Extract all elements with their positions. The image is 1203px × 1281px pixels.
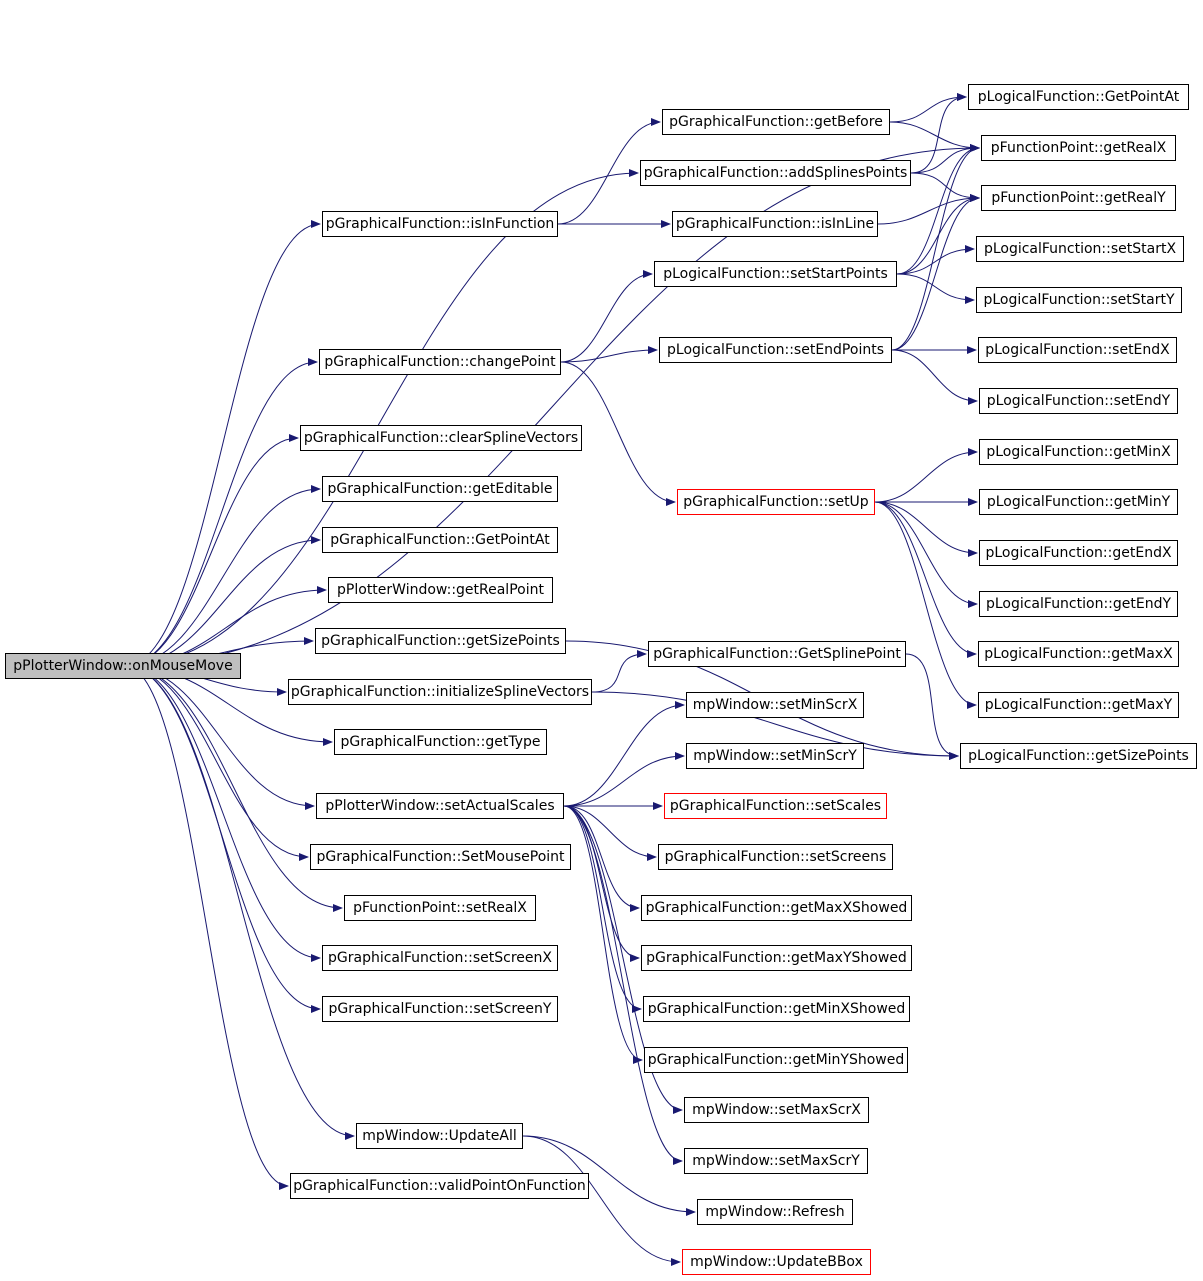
edge-setStartPoints-to-getRealX [896,144,980,275]
edge-root-to-setScreenX [124,665,321,962]
edge-setActualScales-to-setMinScrY [563,752,685,807]
node-gf-get-point-at[interactable]: pGraphicalFunction::GetPointAt [322,527,558,553]
node-get-max-y[interactable]: pLogicalFunction::getMaxY [978,692,1179,718]
edge-setActualScales-to-getMaxXShowed [563,805,640,912]
node-set-min-scr-y[interactable]: mpWindow::setMinScrY [686,743,864,769]
node-set-screen-x[interactable]: pGraphicalFunction::setScreenX [322,945,558,971]
node-set-screen-y[interactable]: pGraphicalFunction::setScreenY [322,996,558,1022]
node-get-max-xshowed[interactable]: pGraphicalFunction::getMaxXShowed [641,895,912,921]
edge-initializeSplineVectors-to-lfGetSizePoints [591,691,959,760]
node-refresh[interactable]: mpWindow::Refresh [697,1199,853,1225]
node-get-min-xshowed[interactable]: pGraphicalFunction::getMinXShowed [643,996,910,1022]
node-is-in-line[interactable]: pGraphicalFunction::isInLine [672,211,878,237]
node-set-actual-scales[interactable]: pPlotterWindow::setActualScales [316,793,564,819]
node-get-max-yshowed[interactable]: pGraphicalFunction::getMaxYShowed [641,945,912,971]
edge-setStartPoints-to-setStartY [896,273,975,304]
node-valid-point-on-function[interactable]: pGraphicalFunction::validPointOnFunction [290,1173,589,1199]
edge-setActualScales-to-getMinYShowed [563,805,643,1064]
edge-initializeSplineVectors-to-GetSplinePoint [591,650,647,693]
node-set-scales[interactable]: pGraphicalFunction::setScales [664,793,887,819]
edge-setUp-to-getMaxX [874,501,977,658]
edge-addSplinesPoints-to-lfGetPointAt [910,93,967,174]
node-set-start-x[interactable]: pLogicalFunction::setStartX [976,236,1184,262]
node-set-end-x[interactable]: pLogicalFunction::setEndX [978,337,1177,363]
node-lf-get-size-points[interactable]: pLogicalFunction::getSizePoints [960,743,1197,769]
node-lf-get-point-at[interactable]: pLogicalFunction::GetPointAt [968,84,1189,110]
node-clear-spline-vectors[interactable]: pGraphicalFunction::clearSplineVectors [300,425,582,451]
edge-setActualScales-to-setMinScrX [563,701,685,807]
edge-setActualScales-to-setMaxScrX [563,805,683,1114]
edge-UpdateAll-to-Refresh [522,1135,696,1216]
node-set-screens[interactable]: pGraphicalFunction::setScreens [658,844,893,870]
node-is-in-function[interactable]: pGraphicalFunction::isInFunction [322,211,558,237]
edge-setActualScales-to-setScreens [563,805,657,861]
edge-UpdateAll-to-UpdateBBox [522,1135,681,1266]
node-get-end-y[interactable]: pLogicalFunction::getEndY [979,591,1178,617]
node-get-spline-point[interactable]: pGraphicalFunction::GetSplinePoint [648,641,906,667]
node-fp-set-real-x[interactable]: pFunctionPoint::setRealX [344,895,536,921]
node-change-point[interactable]: pGraphicalFunction::changePoint [319,349,561,375]
edge-changePoint-to-setStartPoints [560,270,653,363]
edge-root-to-SetMousePoint [124,665,309,861]
node-update-bbox[interactable]: mpWindow::UpdateBBox [682,1249,871,1275]
node-get-end-x[interactable]: pLogicalFunction::getEndX [979,540,1178,566]
node-initialize-spline-vectors[interactable]: pGraphicalFunction::initializeSplineVect… [288,679,592,705]
edge-changePoint-to-setEndPoints [560,346,658,363]
node-root[interactable]: pPlotterWindow::onMouseMove [5,653,241,679]
edge-addSplinesPoints-to-getRealX [910,144,980,174]
node-get-editable[interactable]: pGraphicalFunction::getEditable [322,476,558,502]
node-set-mouse-point[interactable]: pGraphicalFunction::SetMousePoint [310,844,571,870]
node-set-end-y[interactable]: pLogicalFunction::setEndY [979,388,1178,414]
edge-root-to-changePoint [124,358,318,667]
edge-setUp-to-getEndX [874,501,978,557]
node-get-min-yshowed[interactable]: pGraphicalFunction::getMinYShowed [644,1047,908,1073]
edge-setEndPoints-to-getRealX [891,144,980,351]
edge-setUp-to-getMaxY [874,501,977,709]
edge-root-to-getEditable [124,485,321,667]
edge-addSplinesPoints-to-getRealY [910,172,980,202]
node-get-real-y[interactable]: pFunctionPoint::getRealY [981,185,1176,211]
edge-setUp-to-getEndY [874,501,978,608]
edge-getBefore-to-lfGetPointAt [889,93,967,123]
node-set-max-scr-y[interactable]: mpWindow::setMaxScrY [684,1148,868,1174]
node-get-max-x[interactable]: pLogicalFunction::getMaxX [978,641,1179,667]
edge-root-to-isInFunction [124,220,321,667]
edge-getBefore-to-getRealX [889,121,980,152]
edge-setEndPoints-to-getRealY [891,194,980,351]
edge-changePoint-to-setUp [560,361,676,506]
node-get-real-point[interactable]: pPlotterWindow::getRealPoint [328,577,553,603]
node-get-min-y[interactable]: pLogicalFunction::getMinY [979,489,1178,515]
edge-root-to-setActualScales [124,665,315,810]
node-set-start-points[interactable]: pLogicalFunction::setStartPoints [654,261,897,287]
edge-setStartPoints-to-setStartX [896,245,975,275]
node-set-end-points[interactable]: pLogicalFunction::setEndPoints [659,337,892,363]
node-get-min-x[interactable]: pLogicalFunction::getMinX [979,439,1178,465]
edge-setActualScales-to-getMaxYShowed [563,805,640,962]
edge-root-to-UpdateAll [124,665,355,1140]
node-gf-get-size-points[interactable]: pGraphicalFunction::getSizePoints [315,628,566,654]
node-add-splines-points[interactable]: pGraphicalFunction::addSplinesPoints [640,160,911,186]
edge-setStartPoints-to-getRealY [896,194,980,275]
node-set-up[interactable]: pGraphicalFunction::setUp [677,489,875,515]
edge-setActualScales-to-setMaxScrY [563,805,683,1165]
node-get-real-x[interactable]: pFunctionPoint::getRealX [981,135,1176,161]
edge-root-to-validPointOnFunction [124,665,289,1190]
edge-isInLine-to-getRealY [877,194,980,225]
edge-root-to-clearSplineVectors [124,434,299,667]
edge-GetSplinePoint-to-lfGetSizePoints [905,653,959,760]
edge-setActualScales-to-getMinXShowed [563,805,642,1013]
node-set-max-scr-x[interactable]: mpWindow::setMaxScrX [684,1097,869,1123]
node-get-type[interactable]: pGraphicalFunction::getType [334,729,547,755]
edge-isInFunction-to-getBefore [557,118,661,225]
node-set-start-y[interactable]: pLogicalFunction::setStartY [976,287,1182,313]
edge-setUp-to-getMinX [874,448,978,503]
node-get-before[interactable]: pGraphicalFunction::getBefore [662,109,890,135]
node-update-all[interactable]: mpWindow::UpdateAll [356,1123,523,1149]
edge-root-to-addSplinesPoints [124,169,639,667]
node-set-min-scr-x[interactable]: mpWindow::setMinScrX [686,692,864,718]
edge-setEndPoints-to-setEndY [891,349,978,405]
